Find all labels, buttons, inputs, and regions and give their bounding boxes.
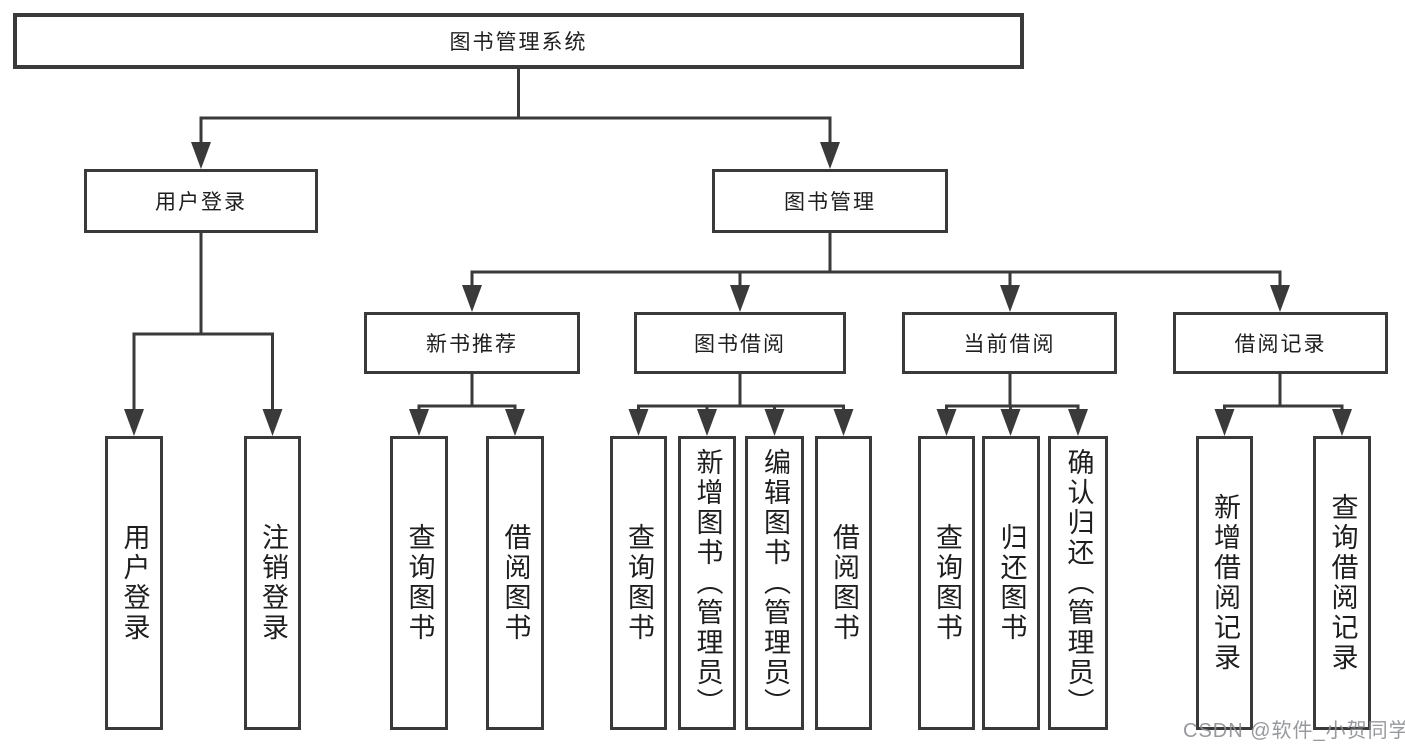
node-new-book-recommend: 新书推荐 (364, 312, 580, 374)
leaf-confirm-return-admin: 确认归还（管理员） (1048, 436, 1108, 730)
leaf-add-borrow-record-label: 新增借阅记录 (1210, 493, 1240, 673)
leaf-query-borrow-record-label: 查询借阅记录 (1327, 493, 1358, 673)
leaf-user-login: 用户登录 (105, 436, 163, 730)
leaf-return-books: 归还图书 (982, 436, 1040, 730)
leaf-confirm-return-admin-label: 确认归还（管理员） (1063, 448, 1094, 718)
leaf-query-books-borrow: 查询图书 (610, 436, 667, 730)
node-book-management-label: 图书管理 (784, 191, 876, 214)
node-library-system-label: 图书管理系统 (449, 31, 588, 54)
watermark-text: CSDN @软件_小贺同学 (1183, 720, 1405, 742)
leaf-borrow-books-recommend-label: 借阅图书 (500, 523, 531, 643)
node-user-login-label: 用户登录 (155, 191, 247, 214)
leaf-add-book-admin: 新增图书（管理员） (678, 436, 736, 730)
node-current-borrow-label: 当前借阅 (963, 333, 1056, 356)
node-book-management: 图书管理 (712, 169, 948, 233)
leaf-return-books-label: 归还图书 (996, 523, 1027, 643)
node-current-borrow: 当前借阅 (902, 312, 1117, 374)
node-user-login: 用户登录 (84, 169, 318, 233)
leaf-edit-book-admin: 编辑图书（管理员） (745, 436, 804, 730)
leaf-query-books-recommend: 查询图书 (390, 436, 448, 730)
leaf-borrow-books: 借阅图书 (815, 436, 872, 730)
leaf-query-borrow-record: 查询借阅记录 (1313, 436, 1371, 730)
leaf-borrow-books-label: 借阅图书 (829, 523, 859, 643)
leaf-query-books-borrow-label: 查询图书 (624, 523, 654, 643)
leaf-borrow-books-recommend: 借阅图书 (486, 436, 544, 730)
leaf-logout: 注销登录 (244, 436, 301, 730)
leaf-query-books-recommend-label: 查询图书 (404, 523, 435, 643)
node-borrow-records-label: 借阅记录 (1234, 333, 1327, 356)
leaf-query-books-current: 查询图书 (918, 436, 975, 730)
leaf-logout-label: 注销登录 (258, 523, 288, 643)
node-book-borrow: 图书借阅 (634, 312, 846, 374)
leaf-add-book-admin-label: 新增图书（管理员） (692, 448, 723, 718)
node-new-book-recommend-label: 新书推荐 (426, 333, 518, 356)
leaf-add-borrow-record: 新增借阅记录 (1196, 436, 1253, 730)
node-borrow-records: 借阅记录 (1173, 312, 1388, 374)
node-library-system: 图书管理系统 (13, 13, 1024, 69)
leaf-edit-book-admin-label: 编辑图书（管理员） (760, 448, 790, 718)
node-book-borrow-label: 图书借阅 (694, 333, 786, 356)
leaf-user-login-label: 用户登录 (119, 523, 150, 643)
leaf-query-books-current-label: 查询图书 (932, 523, 962, 643)
